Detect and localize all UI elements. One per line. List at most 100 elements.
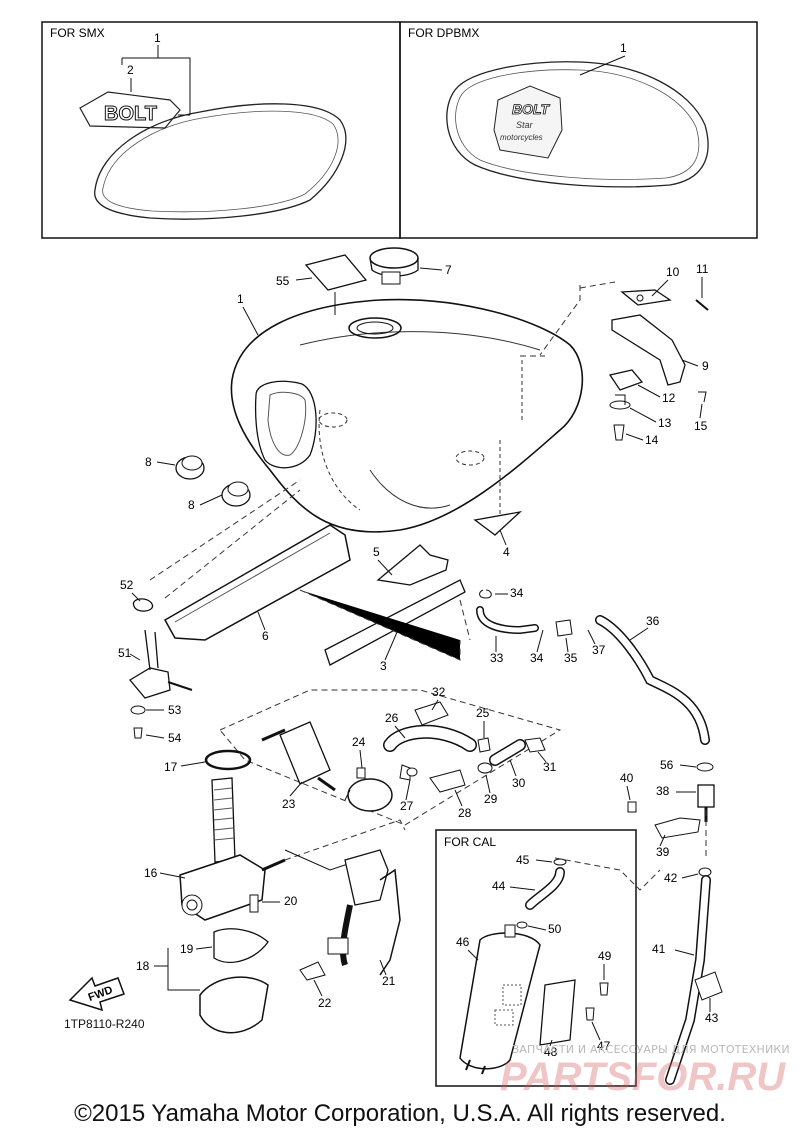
cal-box (435, 829, 637, 1087)
callout-8b: 8 (188, 498, 195, 512)
callout-47: 47 (597, 1039, 611, 1053)
fuel-sender (129, 629, 193, 699)
callout-7: 7 (445, 263, 452, 277)
callout-5: 5 (373, 545, 380, 559)
callout-46: 46 (456, 935, 470, 949)
callout-30: 30 (512, 776, 526, 790)
callout-38: 38 (656, 784, 670, 798)
canister-46 (459, 924, 541, 1075)
grommet-upper (175, 455, 205, 480)
callout-21: 21 (382, 974, 396, 988)
bracket-48 (539, 979, 576, 1046)
smx-box-label: FOR SMX (50, 26, 105, 40)
o-ring (132, 598, 154, 612)
callout-4: 4 (503, 545, 510, 559)
fuel-pump-assembly (179, 777, 286, 921)
fuel-tank (230, 298, 584, 533)
callout-35: 35 (564, 651, 578, 665)
clip-45 (553, 858, 567, 866)
callout-2: 2 (127, 63, 134, 77)
callout-54: 54 (168, 731, 182, 745)
cal-box-label: FOR CAL (444, 835, 496, 849)
bolt-49 (599, 982, 609, 996)
clip-32 (414, 701, 449, 726)
pad-4 (473, 510, 523, 536)
joint-38 (697, 784, 715, 822)
bracket-21 (327, 849, 401, 976)
dpbmx-tank-outline (446, 61, 709, 188)
callout-28: 28 (458, 806, 472, 820)
callout-8a: 8 (145, 455, 152, 469)
clip-29 (477, 762, 493, 774)
callout-53: 53 (168, 703, 182, 717)
ring-17 (204, 749, 252, 771)
callout-25: 25 (476, 706, 490, 720)
hose-33 (477, 607, 538, 633)
copyright-text: ©2015 Yamaha Motor Corporation, U.S.A. A… (74, 1100, 726, 1127)
callout-6: 6 (262, 629, 269, 643)
callout-17: 17 (164, 760, 178, 774)
callout-37: 37 (592, 643, 606, 657)
callout-1-tank: 1 (237, 292, 244, 306)
callout-49: 49 (598, 949, 612, 963)
fuel-pump-24 (344, 767, 393, 812)
callout-20: 20 (284, 894, 298, 908)
clip-50 (516, 921, 528, 929)
callout-43: 43 (705, 1011, 719, 1025)
fwd-arrow: FWD (68, 976, 125, 1012)
callout-33: 33 (490, 651, 504, 665)
callout-26: 26 (385, 711, 399, 725)
callout-14: 14 (645, 433, 659, 447)
callout-36: 36 (646, 614, 660, 628)
clip-22 (299, 961, 326, 981)
callout-34a: 34 (510, 586, 524, 600)
callout-50: 50 (548, 922, 562, 936)
fuel-cap (369, 247, 419, 285)
smx-box (41, 21, 401, 239)
callout-40: 40 (620, 771, 634, 785)
smx-tank-outline (94, 103, 347, 220)
joint-28 (429, 769, 466, 793)
callout-56: 56 (660, 758, 674, 772)
callout-16: 16 (144, 866, 158, 880)
callout-24: 24 (352, 735, 366, 749)
dpbmx-badge-emblem: BOLT Star motorcycles (493, 85, 563, 159)
bolt-20 (249, 894, 259, 913)
dpbmx-tank-inner (455, 69, 700, 180)
callout-34b: 34 (530, 651, 544, 665)
watermark-text: ЗАПЧАСТИ И АКСЕССУАРЫ ДЛЯ МОТОТЕХНИКИ (512, 1043, 790, 1056)
label-sticker (304, 254, 368, 291)
hose-26 (383, 724, 477, 752)
smx-badge-text: BOLT (104, 103, 157, 125)
clip-34a (479, 589, 492, 599)
clip-39 (654, 817, 701, 839)
callout-45: 45 (516, 853, 530, 867)
joint-35 (555, 619, 573, 637)
hose-41 (666, 876, 710, 1084)
callout-13: 13 (658, 416, 672, 430)
clip-43 (694, 971, 723, 1001)
callout-29: 29 (484, 792, 498, 806)
callout-44: 44 (492, 879, 506, 893)
callout-10: 10 (666, 265, 680, 279)
dpbmx-box (399, 21, 758, 239)
callout-11: 11 (696, 262, 709, 276)
callout-32: 32 (432, 685, 446, 699)
hose-30 (490, 740, 525, 765)
callout-19: 19 (180, 942, 194, 956)
side-cover (163, 524, 351, 641)
callout-22: 22 (318, 996, 332, 1010)
dpbmx-badge-text3: motorcycles (500, 133, 543, 142)
grommet-lower (221, 481, 251, 507)
callout-52: 52 (120, 578, 134, 592)
bolt-47 (585, 1007, 595, 1021)
cover-19 (213, 928, 269, 963)
hose-44 (526, 868, 564, 909)
callout-3: 3 (380, 659, 387, 673)
callout-41: 41 (652, 942, 666, 956)
cover-18 (199, 976, 269, 1034)
callout-39: 39 (656, 845, 670, 859)
smx-tank-inner (102, 110, 339, 213)
washer (130, 705, 146, 715)
